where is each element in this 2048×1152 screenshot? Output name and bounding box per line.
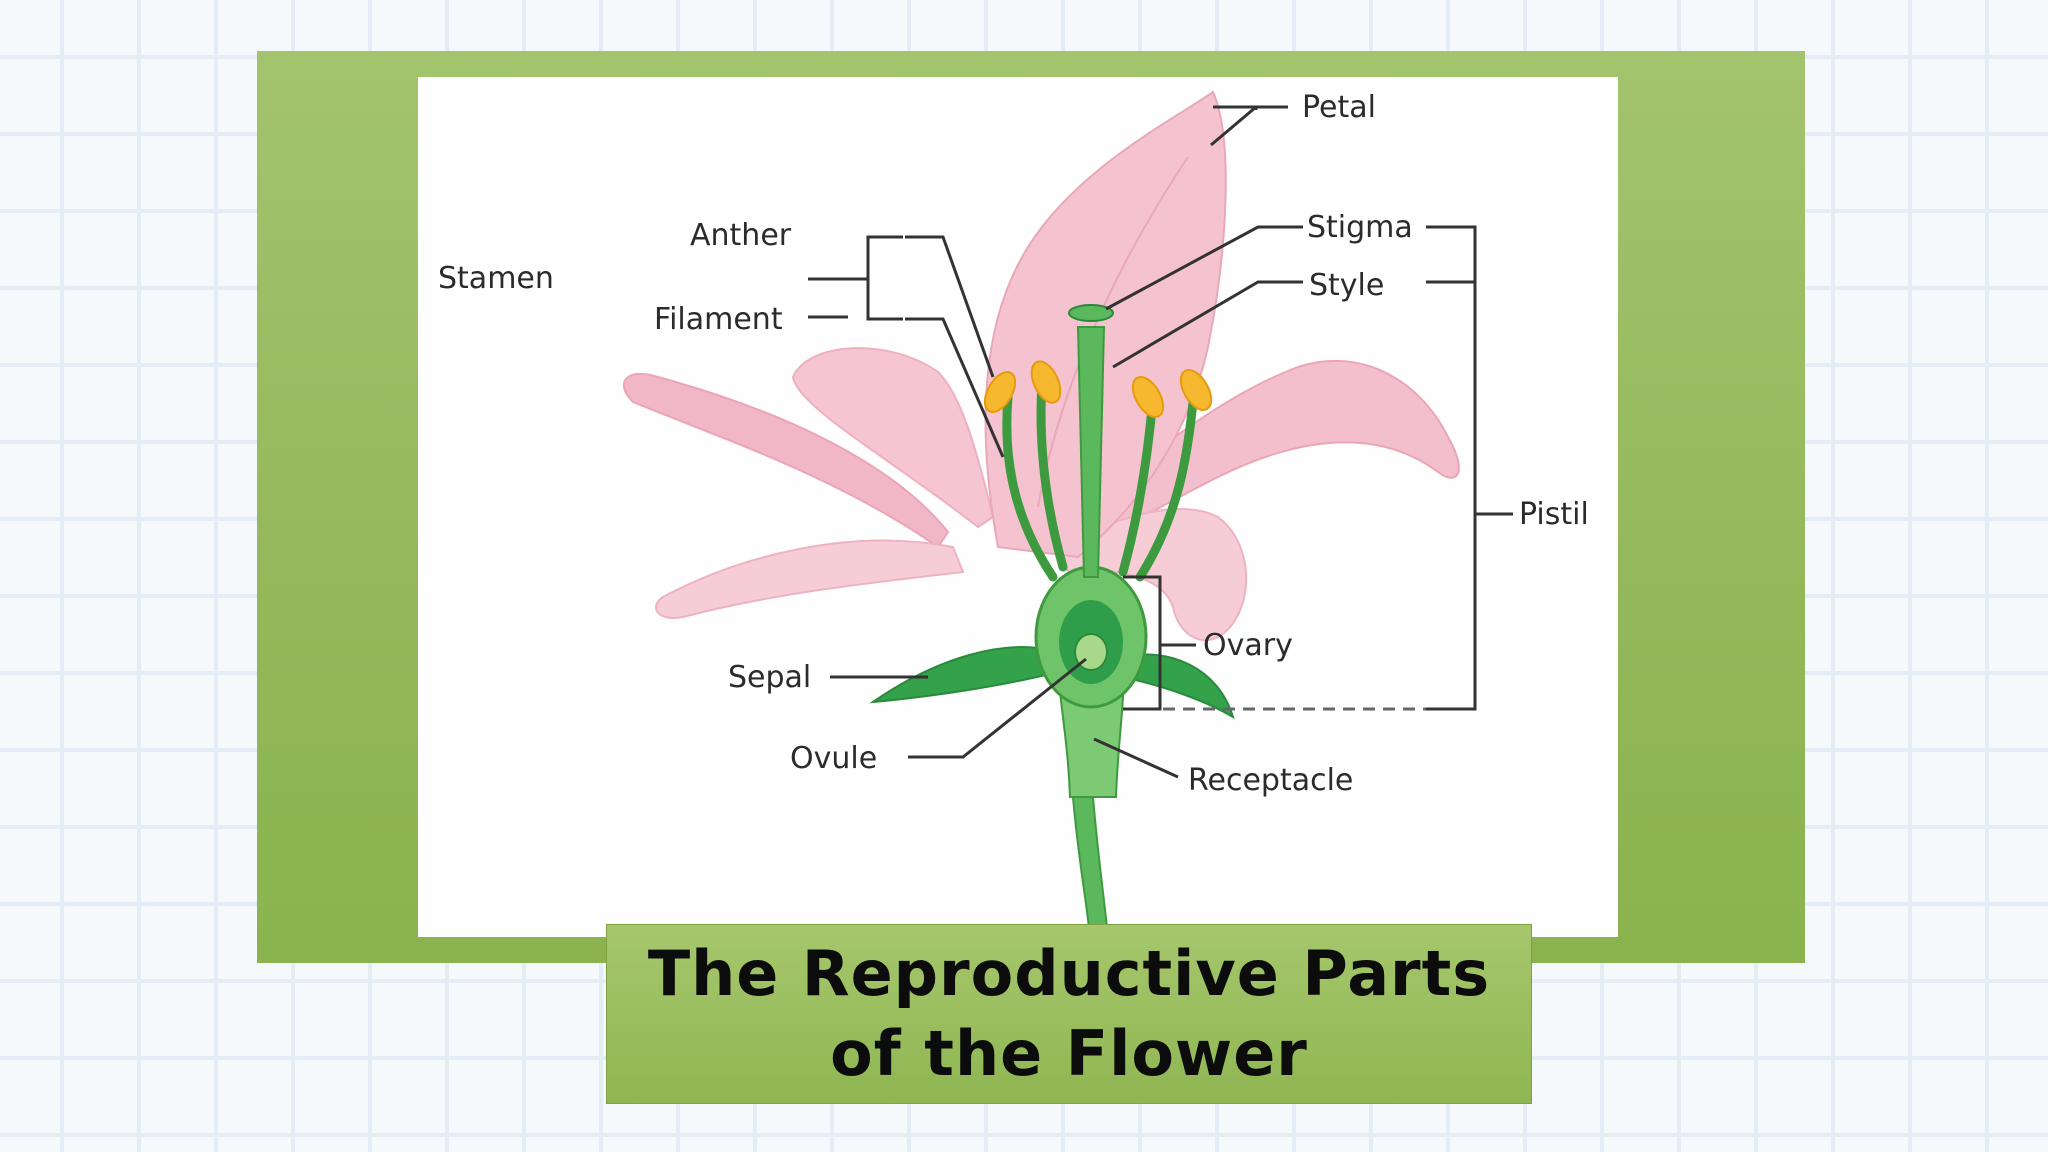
anther <box>983 371 1017 413</box>
petal-left-upper <box>622 372 950 549</box>
petal-left-lower <box>655 539 965 619</box>
petal-right-lower <box>1056 507 1248 642</box>
title-line-2: of the Flower <box>830 1017 1308 1090</box>
filament <box>1002 392 1058 582</box>
sepal-right <box>1122 653 1235 720</box>
label-filament: Filament <box>654 302 783 337</box>
stem <box>1071 796 1110 937</box>
label-pistil: Pistil <box>1519 497 1589 532</box>
label-petal: Petal <box>1302 90 1376 125</box>
label-sepal: Sepal <box>728 660 811 695</box>
stigma <box>1068 304 1114 322</box>
title-banner: The Reproductive Parts of the Flower <box>606 924 1532 1104</box>
title-line-1: The Reproductive Parts <box>647 937 1491 1010</box>
petal-right-upper <box>1056 359 1460 559</box>
label-anther: Anther <box>690 218 792 253</box>
label-ovule: Ovule <box>790 741 877 776</box>
flower-diagram: Petal Stigma Style Pistil Stamen Anther … <box>418 77 1618 937</box>
style <box>1076 326 1106 578</box>
label-stigma: Stigma <box>1307 210 1413 245</box>
label-ovary: Ovary <box>1203 628 1293 663</box>
sepal-left <box>869 646 1059 704</box>
label-stamen: Stamen <box>438 261 554 296</box>
petal-left-back <box>791 347 995 529</box>
label-style: Style <box>1309 268 1384 303</box>
label-receptacle: Receptacle <box>1188 763 1353 798</box>
